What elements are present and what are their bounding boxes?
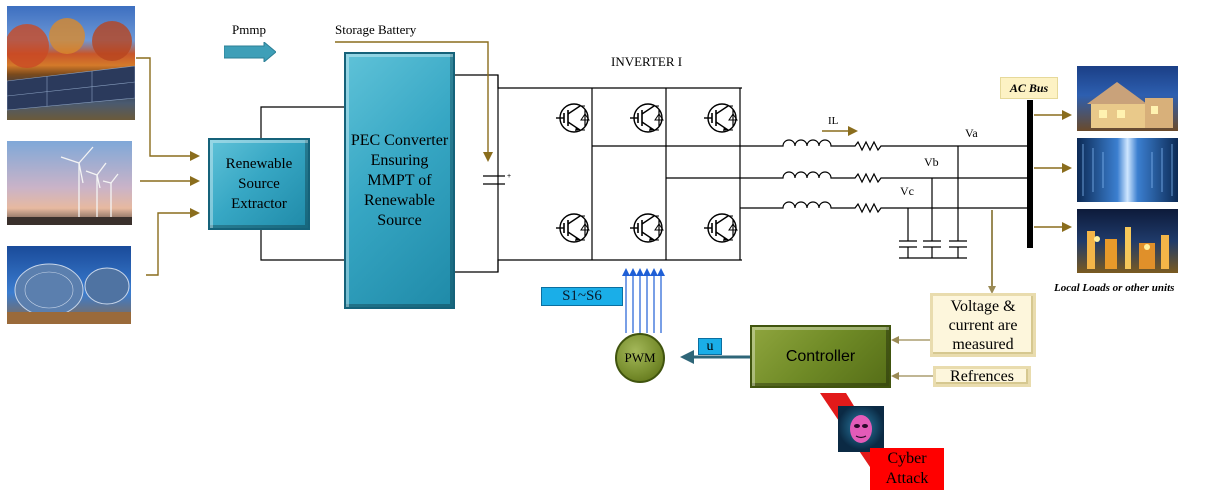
renewable-source-extractor-block: Renewable Source Extractor [208,138,310,230]
filter-capacitors [899,146,967,259]
inverter-bridge [591,88,742,260]
pmmp-arrow-icon [224,42,276,62]
switch-signals-label: S1~S6 [541,287,623,306]
igbt-switches [555,103,738,243]
data-center-photo [1077,138,1178,202]
pmmp-label: Pmmp [232,22,266,37]
house-photo [1077,66,1178,131]
pec-converter-block: PEC Converter Ensuring MMPT of Renewable… [344,52,455,309]
extractor-pec-links [260,106,344,261]
cyber-attack-label: Cyber Attack [870,448,944,490]
ac-bus-label: AC Bus [1000,77,1058,99]
inverter-label: INVERTER I [611,54,683,69]
industrial-plant-photo [1077,209,1178,273]
va-label: Va [965,126,978,140]
solar-panel-drawing [7,18,135,111]
gate-signal-arrows [622,268,665,333]
three-phase-lines [742,139,1030,214]
local-loads-label: Local Loads or other units [1054,282,1175,294]
storage-battery-label: Storage Battery [335,22,417,37]
svg-text:+: + [507,173,511,180]
solar-panel-photo [7,6,135,120]
vb-label: Vb [924,155,939,169]
controller-label: Controller [785,347,856,365]
pwm-label: PWM [624,350,656,365]
controller-block: Controller [750,325,891,388]
wind-turbine-photo [7,141,132,225]
measurement-block: Voltage & current are measured [930,293,1036,357]
source-arrows [136,57,200,276]
solar-dish-drawing [7,263,131,324]
factory-drawing [1087,227,1169,269]
u-signal-label: u [698,338,722,355]
pec-converter-label: PEC Converter Ensuring MMPT of Renewable… [350,131,449,229]
house-drawing [1087,82,1173,128]
dc-link [455,74,742,273]
dc-capacitor: + [483,173,511,185]
hacker-face-icon [838,406,884,452]
pwm-block: PWM [615,333,665,383]
controller-input-arrows [891,336,933,380]
vc-label: Vc [900,184,914,198]
storage-battery-link [335,41,493,162]
references-label: Refrences [950,367,1014,385]
il-label: IL [828,115,839,127]
renewable-source-extractor-label: Renewable Source Extractor [225,156,293,212]
data-center-drawing [1082,144,1173,196]
load-arrows [1034,110,1072,232]
measurement-label: Voltage & current are measured [948,297,1018,353]
wind-turbine-drawing [7,146,132,225]
hacker-face-drawing [850,415,872,443]
references-block: Refrences [933,366,1031,387]
solar-concentrator-photo [7,246,131,324]
